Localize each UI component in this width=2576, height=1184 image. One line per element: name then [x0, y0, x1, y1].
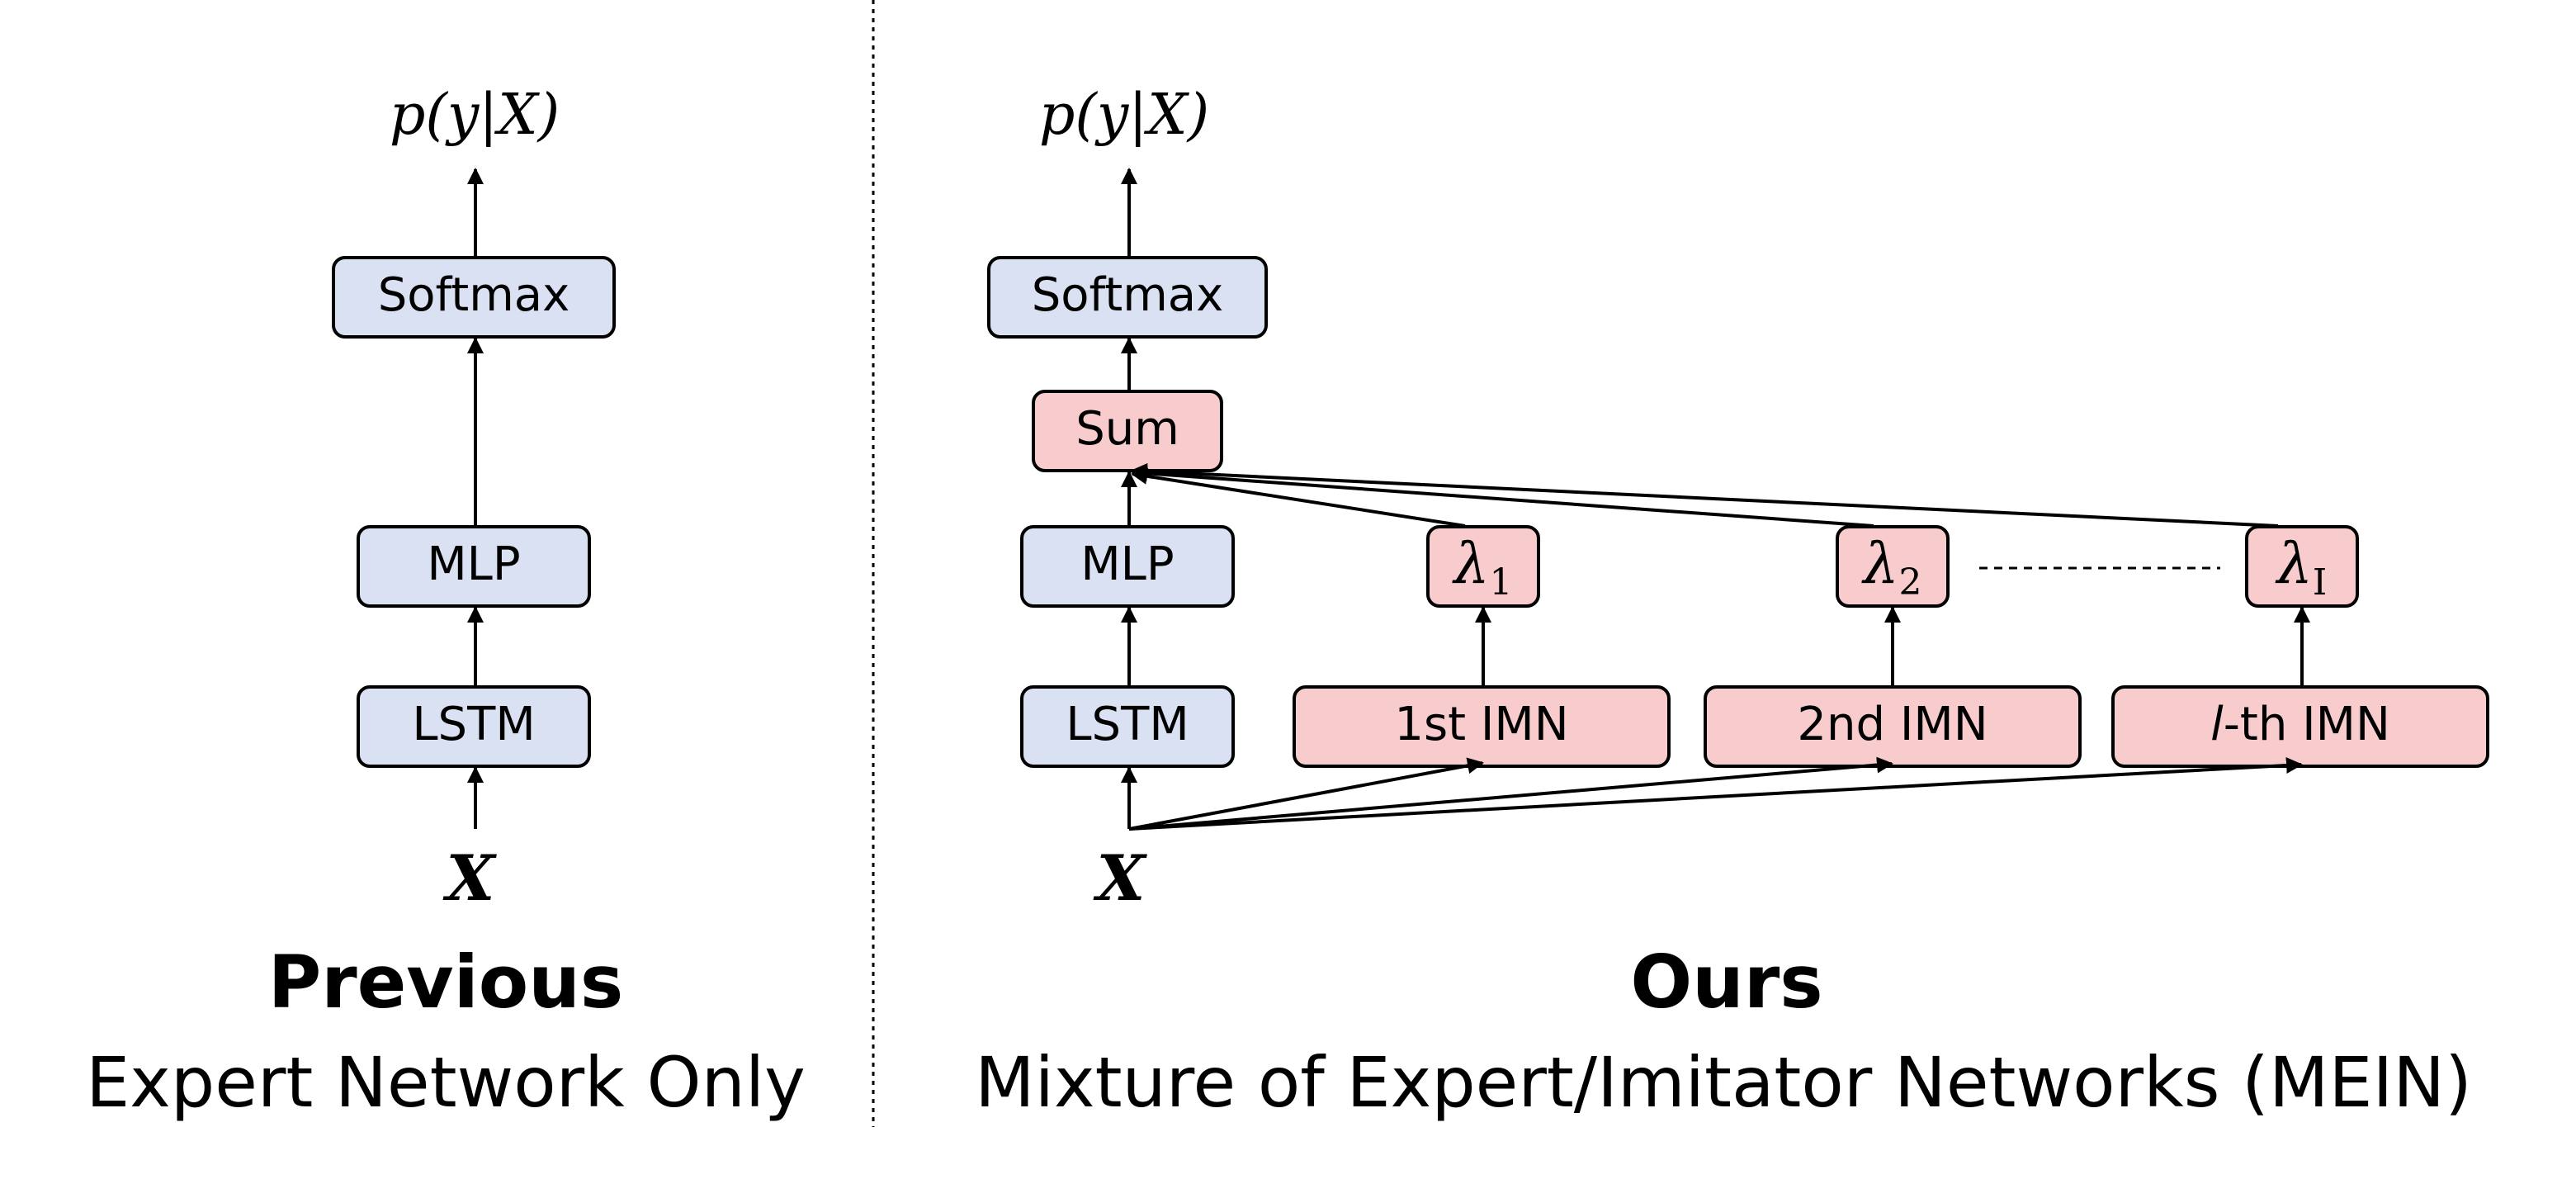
arrow-input-imnl [1128, 757, 2303, 831]
left-input-label: X [443, 841, 498, 915]
lambda-l-symbol: λ [2275, 532, 2313, 597]
left-panel-subtitle: Expert Network Only [86, 1042, 806, 1123]
arrow-lambda1-sum [1131, 467, 1466, 528]
right-panel-subtitle: Mixture of Expert/Imitator Networks (MEI… [975, 1042, 2472, 1123]
lambda-2-label: λ2 [1860, 532, 1921, 604]
right-output-label: p(y|X) [1039, 83, 1209, 148]
arrow-lambda2-sum [1131, 465, 1874, 528]
lambda-1-symbol: λ [1451, 532, 1489, 597]
right-panel-title: Ours [1630, 940, 1822, 1025]
lambda-2-subscript: 2 [1899, 561, 1922, 604]
imn-l-suffix: -th IMN [2224, 698, 2390, 751]
imn-2-label: 2nd IMN [1797, 698, 1988, 751]
right-panel: p(y|X) Softmax Sum MLP LSTM X 1st IMN 2n… [975, 83, 2489, 1123]
arrow-input-imn2 [1128, 756, 1893, 831]
right-softmax-label: Softmax [1032, 268, 1224, 322]
lambda-l-label: λI [2275, 532, 2328, 604]
lambda-l-subscript: I [2313, 561, 2327, 604]
lambda-1-subscript: 1 [1490, 561, 1513, 604]
right-sum-label: Sum [1075, 402, 1179, 456]
left-softmax-label: Softmax [378, 268, 570, 322]
left-panel-title: Previous [268, 940, 624, 1025]
lambda-1-label: λ1 [1451, 532, 1512, 604]
right-lstm-label: LSTM [1066, 698, 1189, 751]
imn-1-label: 1st IMN [1394, 698, 1568, 751]
left-output-label: p(y|X) [390, 83, 560, 148]
imn-l-label: l-th IMN [2210, 698, 2390, 751]
left-mlp-label: MLP [427, 538, 520, 591]
left-panel: p(y|X) Softmax MLP LSTM X Previous Exper… [86, 83, 806, 1123]
imn-l-prefix: l [2210, 698, 2224, 751]
right-mlp-label: MLP [1080, 538, 1174, 591]
lambda-2-symbol: λ [1860, 532, 1898, 597]
left-lstm-label: LSTM [412, 698, 535, 751]
arrow-input-imn1 [1128, 757, 1484, 831]
right-input-label: X [1094, 841, 1148, 915]
arrow-lambdal-sum [1131, 462, 2279, 528]
